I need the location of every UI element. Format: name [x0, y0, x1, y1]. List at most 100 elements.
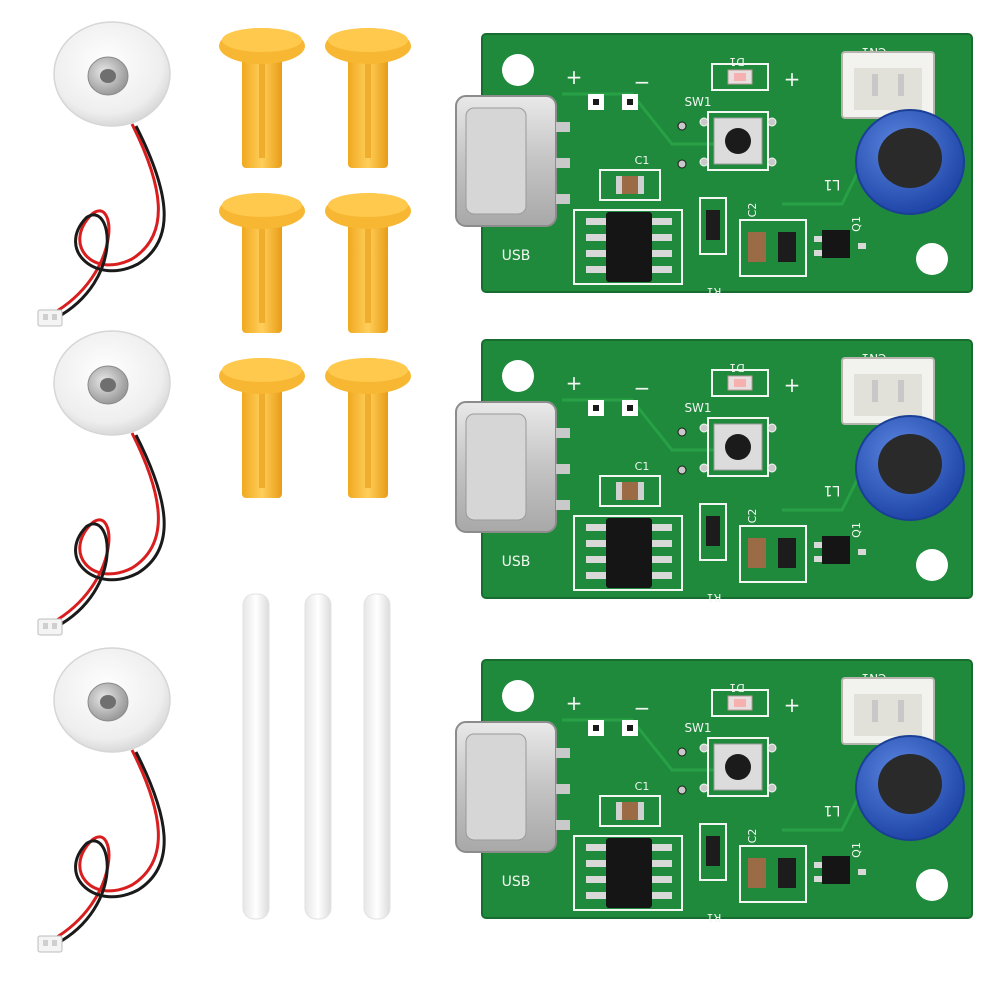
capacitor-c1-cap — [616, 482, 622, 500]
mounting-hole — [916, 549, 948, 581]
ic-pin — [586, 540, 606, 547]
yellow-holder — [219, 28, 305, 168]
transistor-q1 — [822, 856, 850, 884]
resistor-outline — [699, 503, 727, 561]
led-outline — [711, 689, 769, 717]
wire-connector-slot — [52, 940, 57, 946]
label-r1: R1 — [707, 285, 722, 298]
label-r1: R1 — [707, 591, 722, 604]
label-minus: − — [634, 70, 651, 94]
resistor-2 — [778, 538, 796, 568]
ic-pin — [652, 218, 672, 225]
connector-cn1-inner — [854, 374, 922, 416]
via — [677, 159, 687, 169]
yellow-holder — [325, 358, 411, 498]
connector-cn1-inner — [854, 68, 922, 110]
holder-slot — [365, 388, 371, 488]
resistor — [706, 516, 720, 546]
usb-c-port — [465, 413, 527, 521]
resistor-outline — [699, 197, 727, 255]
transistor-q1-pin — [814, 236, 822, 242]
ic-pin — [652, 234, 672, 241]
transistor-q1-pin — [858, 869, 866, 875]
capacitor-c1-cap — [638, 482, 644, 500]
mounting-hole — [502, 360, 534, 392]
piezo-disc — [37, 647, 171, 953]
capacitor-c2-outline — [739, 525, 807, 583]
metal-core-hole — [100, 69, 116, 83]
connector-cn1-pin — [872, 380, 878, 402]
wire-connector — [37, 618, 63, 636]
ic-pin — [652, 876, 672, 883]
switch-sw1-pin — [699, 783, 709, 793]
solder-pad-positive-hole — [593, 99, 599, 105]
label-usb: USB — [502, 248, 531, 264]
ic-chip — [606, 212, 652, 282]
pcb-board: USB+−+SW1D1CN1C1C2L1Q1R1 — [455, 339, 973, 604]
label-sw1: SW1 — [684, 95, 711, 109]
yellow-holder — [219, 193, 305, 333]
label-sw1: SW1 — [684, 721, 711, 735]
transistor-q1-pin — [814, 862, 822, 868]
piezo-disc-group — [37, 21, 171, 953]
transistor-q1-pin — [814, 542, 822, 548]
ic-pin — [652, 556, 672, 563]
ic-pin — [586, 234, 606, 241]
switch-sw1-pin — [767, 423, 777, 433]
transistor-q1-pin — [814, 556, 822, 562]
metal-core-hole — [100, 695, 116, 709]
label-q1: Q1 — [850, 216, 863, 232]
switch-sw1-button[interactable] — [725, 434, 751, 460]
switch-sw1-button[interactable] — [725, 128, 751, 154]
switch-sw1-pin — [767, 743, 777, 753]
metal-core-hole — [100, 378, 116, 392]
usb-c-port — [465, 107, 527, 215]
capacitor-c2 — [748, 538, 766, 568]
connector-cn1-pin — [872, 700, 878, 722]
holder-slot — [259, 388, 265, 488]
yellow-holder — [219, 358, 305, 498]
wire-black — [55, 751, 166, 946]
inductor-l1-core — [878, 754, 942, 814]
switch-sw1-outline — [707, 417, 769, 477]
label-plus: + — [566, 65, 583, 89]
ic-pin — [652, 844, 672, 851]
wire-connector — [37, 935, 63, 953]
pcb-board: USB+−+SW1D1CN1C1C2L1Q1R1 — [455, 33, 973, 298]
connector-cn1-pin — [898, 700, 904, 722]
ic-pin — [586, 556, 606, 563]
label-d1: D1 — [729, 55, 744, 68]
inductor-l1-core — [878, 128, 942, 188]
ic-pin — [652, 266, 672, 273]
resistor — [706, 836, 720, 866]
usb-c-pin — [556, 158, 570, 168]
ic-pin — [586, 266, 606, 273]
label-l1: L1 — [824, 802, 841, 818]
ic-pin — [652, 572, 672, 579]
switch-sw1-outline — [707, 737, 769, 797]
switch-sw1-pin — [699, 463, 709, 473]
capacitor-c1-outline — [599, 475, 661, 507]
holder-cap-top — [222, 193, 302, 217]
holder-slot — [259, 58, 265, 158]
wire-connector-slot — [52, 623, 57, 629]
via — [677, 747, 687, 757]
label-plus-led: + — [784, 373, 801, 397]
piezo-disc — [37, 330, 171, 636]
mounting-hole — [916, 869, 948, 901]
capacitor-c2 — [748, 232, 766, 262]
led-outline — [711, 63, 769, 91]
label-plus-led: + — [784, 67, 801, 91]
solder-pad-positive-hole — [593, 725, 599, 731]
usb-c-pin — [556, 194, 570, 204]
ic-outline — [573, 835, 683, 911]
capacitor-c1-cap — [638, 176, 644, 194]
capacitor-c1-outline — [599, 795, 661, 827]
switch-sw1-button[interactable] — [725, 754, 751, 780]
label-c1: C1 — [635, 154, 650, 167]
label-plus: + — [566, 371, 583, 395]
switch-sw1-pin — [699, 157, 709, 167]
holder-group — [219, 28, 411, 498]
usb-c-pin — [556, 464, 570, 474]
capacitor-c2 — [748, 858, 766, 888]
